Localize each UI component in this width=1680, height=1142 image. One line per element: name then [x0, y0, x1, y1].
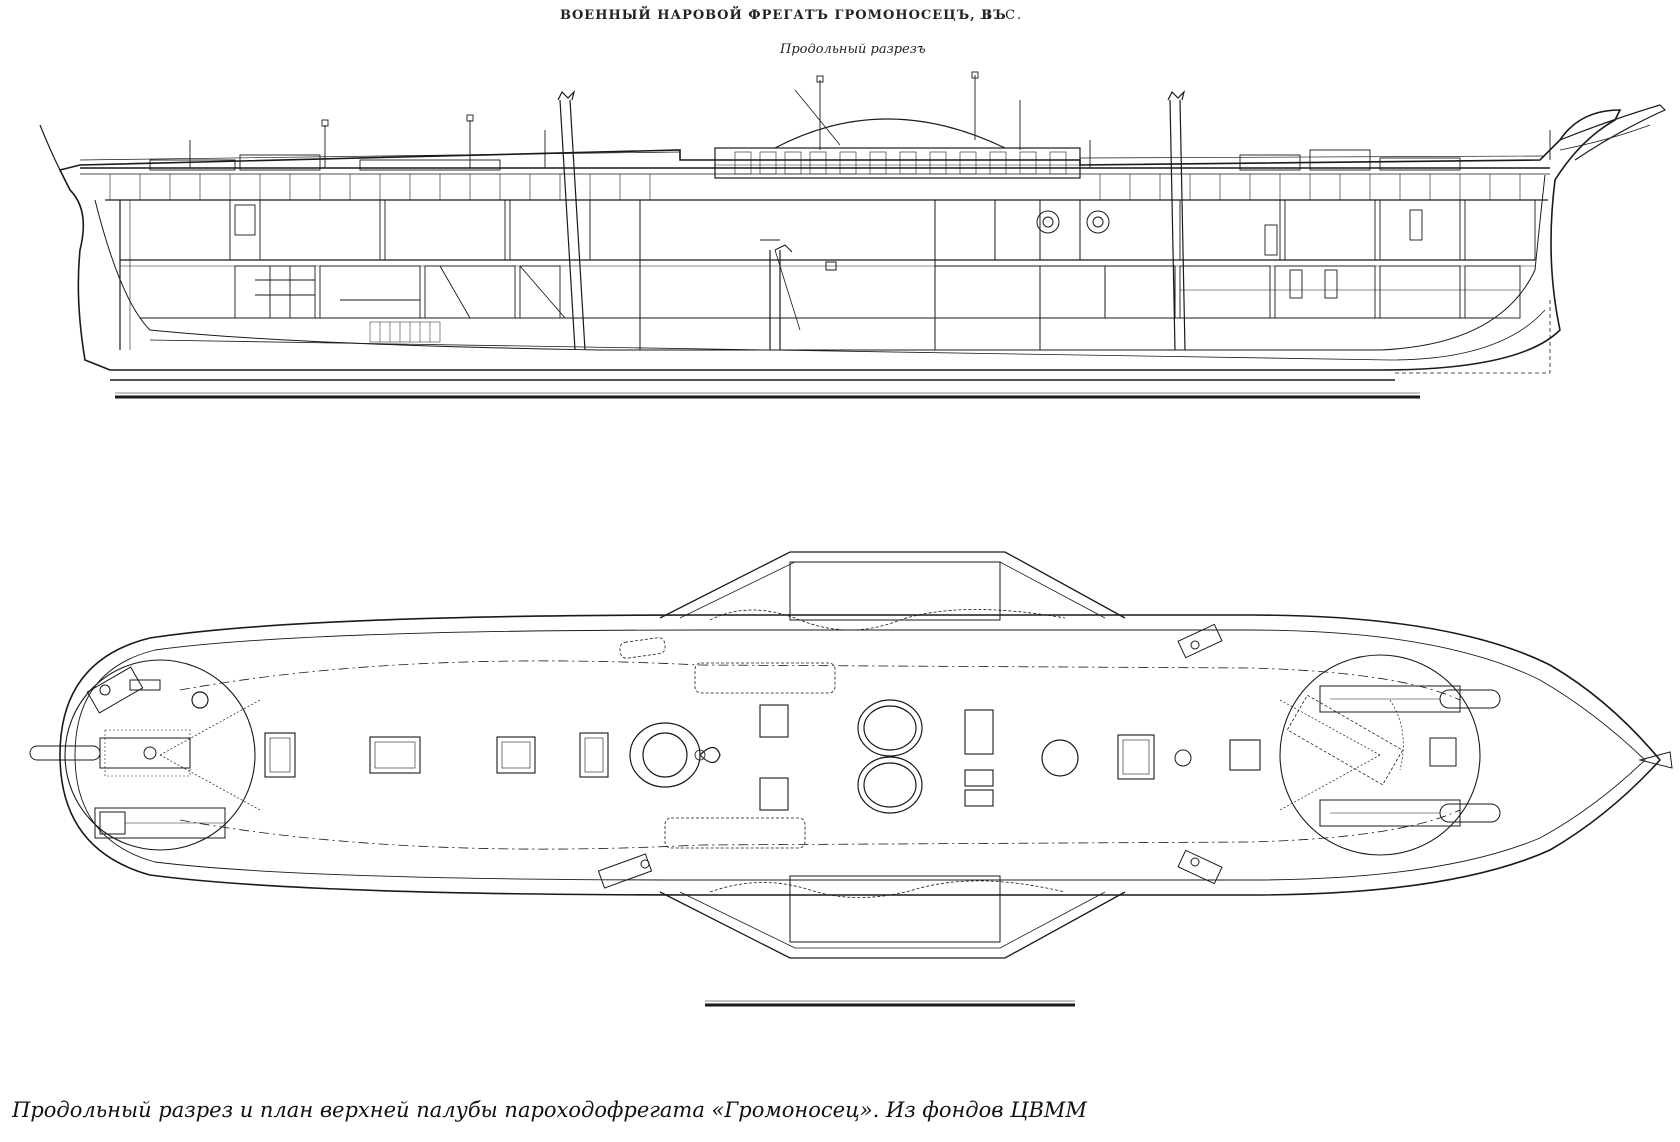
bow-head [1559, 104, 1667, 161]
stern-post [39, 124, 61, 171]
stern-capstan [191, 691, 209, 709]
funnel-base [629, 722, 721, 788]
keel-line [149, 309, 1546, 361]
broadside-cannon-stbd-aft [597, 853, 653, 889]
section-scale-bar [115, 392, 1420, 399]
plan-scale-bar [705, 1000, 1075, 1007]
forward-compartments [1179, 199, 1536, 319]
drawing-subtitle: Продольный разрезъ [780, 42, 926, 57]
drawing-initials: Л. С. [980, 8, 1024, 23]
hull-outline [58, 109, 1622, 371]
forward-machinery [934, 199, 1176, 350]
bulwark-rail [79, 151, 1546, 161]
paddle-sponson-port [659, 551, 1126, 631]
longitudinal-section [39, 71, 1667, 399]
upper-deck-plan [29, 551, 1673, 1007]
deck-hatches [264, 704, 1261, 811]
bow-pivot-gun [1286, 694, 1404, 786]
engine-room [639, 199, 936, 351]
bow-cannon-starboard [1319, 799, 1501, 827]
waterline-curve [179, 660, 1461, 701]
paddle-box-elevation [714, 89, 1081, 179]
drawing-title-text: ВОЕННЫЙ НАРОВОЙ ФРЕГАТЪ ГРОМОНОСЕЦЪ, ВЪ [560, 8, 1007, 23]
deck-vents [189, 71, 1551, 168]
aft-lockers [369, 321, 441, 343]
stern-cannon-starboard [94, 807, 226, 839]
boat-starboard [664, 817, 806, 849]
stern-gun-platform [64, 659, 256, 851]
deck-houses [149, 149, 1461, 171]
frame-stanchions [109, 174, 1521, 200]
figure-caption: Продольный разрез и план верхней палубы … [12, 1098, 1087, 1122]
forward-vent [1041, 739, 1079, 777]
bow-rail [1559, 124, 1651, 151]
broadside-cannon-port-fwd [1177, 623, 1223, 659]
small-vent [1174, 749, 1192, 767]
bow-cannon-port [1319, 685, 1501, 713]
mizzen-mast [557, 90, 586, 351]
bow-gun-platform [1279, 654, 1481, 856]
drawing-title: ВОЕННЫЙ НАРОВОЙ ФРЕГАТЪ ГРОМОНОСЕЦЪ, ВЪ … [560, 8, 1060, 30]
boat-port [619, 637, 836, 694]
boiler-uptakes [857, 699, 923, 814]
deck-hull-outline [59, 614, 1662, 896]
paddle-sponson-starboard [659, 875, 1126, 959]
deck-inner-outline [74, 629, 1646, 881]
aft-compartments [229, 199, 591, 319]
bow-hatch [1429, 737, 1457, 767]
stern-cannon-port [86, 666, 161, 714]
fore-mast [1167, 90, 1186, 351]
inner-hull-line [94, 174, 1546, 351]
stern-cannon-center [29, 729, 191, 777]
main-mast [769, 249, 801, 350]
pivot-tracks [159, 699, 1404, 811]
bowsprit [1638, 751, 1673, 769]
broadside-cannon-stbd-fwd [1177, 849, 1223, 885]
